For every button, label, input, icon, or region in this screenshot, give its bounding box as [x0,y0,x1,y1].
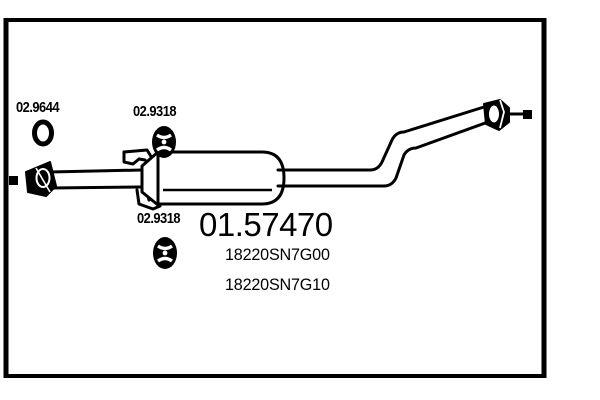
part-number-main: 01.57470 [199,206,333,243]
border-frame [3,18,547,378]
oval-gasket-icon-upper [152,126,176,158]
outlet-flange [483,99,524,131]
oval-gasket-icon-lower [153,237,177,269]
accessory-label-02-9644: 02.9644 [16,99,60,116]
oem-number-2: 18220SN7G10 [225,275,330,294]
left-mount-tab [9,176,18,185]
silencer-body [140,150,286,207]
right-mount-tab [523,110,532,119]
accessory-label-02-9318-lower: 02.9318 [137,210,181,227]
oem-number-1: 18220SN7G00 [225,245,330,264]
accessory-label-02-9318-upper: 02.9318 [133,103,177,120]
ring-gasket-icon [32,119,54,147]
outlet-pipe [276,105,490,188]
inlet-pipe [49,168,143,190]
inlet-flange [25,161,57,197]
